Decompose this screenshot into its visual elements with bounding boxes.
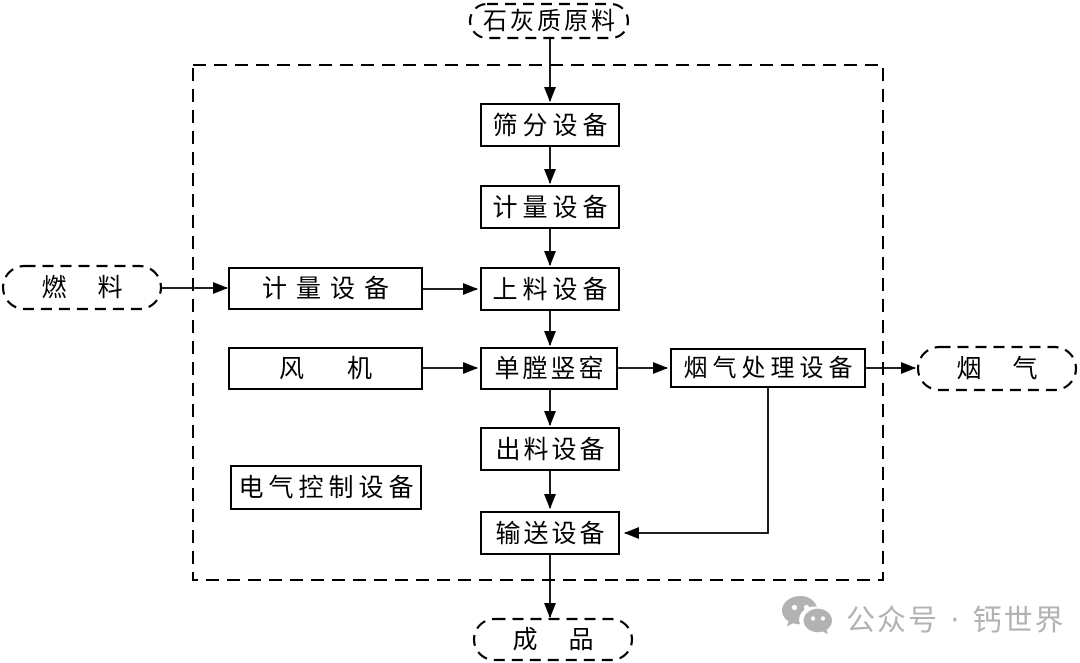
node-label: 上料设备	[492, 274, 613, 304]
node-label: 烟 气	[956, 354, 1041, 383]
node-fuel: 燃 料	[3, 266, 161, 309]
product-outline	[472, 617, 634, 662]
node-label: 成 品	[512, 625, 597, 654]
node-label: 出料设备	[495, 434, 608, 464]
node-discharge-equipment: 出料设备	[480, 427, 620, 471]
watermark: 公众号 · 钙世界	[780, 594, 1066, 642]
node-electric-control-equipment: 电气控制设备	[230, 465, 422, 510]
node-product: 成 品	[474, 619, 632, 660]
node-feeding-equipment: 上料设备	[480, 267, 620, 311]
node-metering-equipment: 计量设备	[480, 185, 620, 229]
node-flue-gas: 烟 气	[918, 347, 1076, 390]
node-label: 烟气处理设备	[683, 354, 858, 382]
node-label: 计量设备	[261, 274, 398, 303]
node-raw-material: 石灰质原料	[470, 4, 628, 38]
node-label: 石灰质原料	[483, 7, 618, 35]
node-fan: 风 机	[228, 347, 423, 390]
node-screening-equipment: 筛分设备	[480, 103, 620, 147]
node-label: 电气控制设备	[238, 473, 419, 502]
node-fuel-metering-equipment: 计量设备	[228, 267, 423, 310]
node-label: 风 机	[278, 354, 381, 383]
flue-gas-outline	[916, 345, 1078, 392]
node-conveying-equipment: 输送设备	[480, 511, 620, 555]
wechat-icon	[782, 596, 832, 635]
node-label: 筛分设备	[492, 110, 613, 140]
node-label: 计量设备	[492, 192, 613, 222]
edge-flue-treatment-to-conveying	[624, 388, 769, 539]
system-boundary-dashed-rect	[192, 64, 884, 581]
node-label: 单膛竖窑	[494, 354, 607, 383]
node-flue-gas-treatment-equipment: 烟气处理设备	[670, 348, 866, 388]
node-label: 燃 料	[41, 273, 126, 302]
node-label: 输送设备	[495, 518, 608, 548]
node-single-chamber-shaft-kiln: 单膛竖窑	[480, 347, 618, 390]
raw-material-outline	[468, 2, 630, 40]
watermark-text: 公众号 · 钙世界	[846, 603, 1066, 637]
